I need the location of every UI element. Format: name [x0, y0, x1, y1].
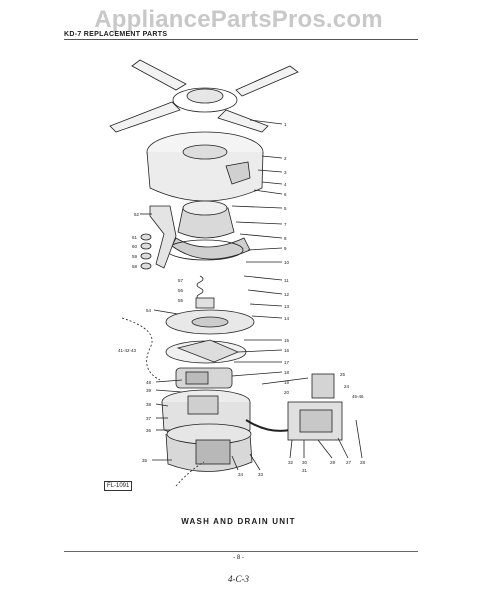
label-28: 28: [360, 460, 366, 465]
label-16: 16: [284, 348, 290, 353]
label-29: 29: [330, 460, 336, 465]
label-11: 11: [284, 278, 289, 283]
label-56: 56: [178, 288, 184, 293]
label-6: 6: [284, 192, 287, 197]
label-9: 9: [284, 246, 287, 251]
figure-reference: FL-1091: [104, 481, 133, 491]
label-15: 15: [284, 338, 290, 343]
watermark: AppliancePartsPros.com: [94, 6, 383, 33]
label-36: 36: [146, 428, 152, 433]
label-48: 48: [146, 380, 152, 385]
label-41-42-43: 41-42-43: [118, 348, 137, 353]
label-54: 54: [146, 308, 152, 313]
footer-rule: [64, 551, 418, 552]
label-2: 2: [284, 156, 287, 161]
label-34: 34: [238, 472, 244, 477]
header-title: KD-7 REPLACEMENT PARTS: [64, 31, 168, 38]
label-38: 38: [146, 402, 152, 407]
label-10: 10: [284, 260, 290, 265]
label-55: 55: [178, 298, 184, 303]
label-12: 12: [284, 292, 290, 297]
label-59: 59: [132, 254, 138, 259]
label-45-46: 45-46: [352, 394, 364, 399]
label-33: 33: [258, 472, 264, 477]
label-7: 7: [284, 222, 287, 227]
header-rule: [64, 39, 418, 40]
page-number: - 8 -: [233, 555, 244, 561]
label-20: 20: [284, 390, 290, 395]
diagram-title: WASH AND DRAIN UNIT: [181, 517, 296, 526]
label-27: 27: [346, 460, 352, 465]
label-5: 5: [284, 206, 287, 211]
label-57: 57: [178, 278, 184, 283]
label-8: 8: [284, 236, 287, 241]
label-18: 18: [284, 370, 290, 375]
label-62: 62: [134, 212, 140, 217]
label-39: 39: [146, 388, 152, 393]
label-60: 60: [132, 244, 138, 249]
label-24: 24: [344, 384, 350, 389]
label-25: 25: [340, 372, 346, 377]
label-32: 32: [288, 460, 294, 465]
label-4: 4: [284, 182, 287, 187]
label-37: 37: [146, 416, 152, 421]
label-58: 58: [132, 264, 138, 269]
label-13: 13: [284, 304, 290, 309]
label-61: 61: [132, 235, 138, 240]
label-31: 31: [302, 468, 308, 473]
handwritten-code: 4-C-3: [228, 574, 249, 584]
label-14: 14: [284, 316, 290, 321]
label-30: 30: [302, 460, 308, 465]
label-3: 3: [284, 170, 287, 175]
label-17: 17: [284, 360, 290, 365]
label-1: 1: [284, 122, 287, 127]
label-35: 35: [142, 458, 148, 463]
label-19: 19: [284, 380, 290, 385]
